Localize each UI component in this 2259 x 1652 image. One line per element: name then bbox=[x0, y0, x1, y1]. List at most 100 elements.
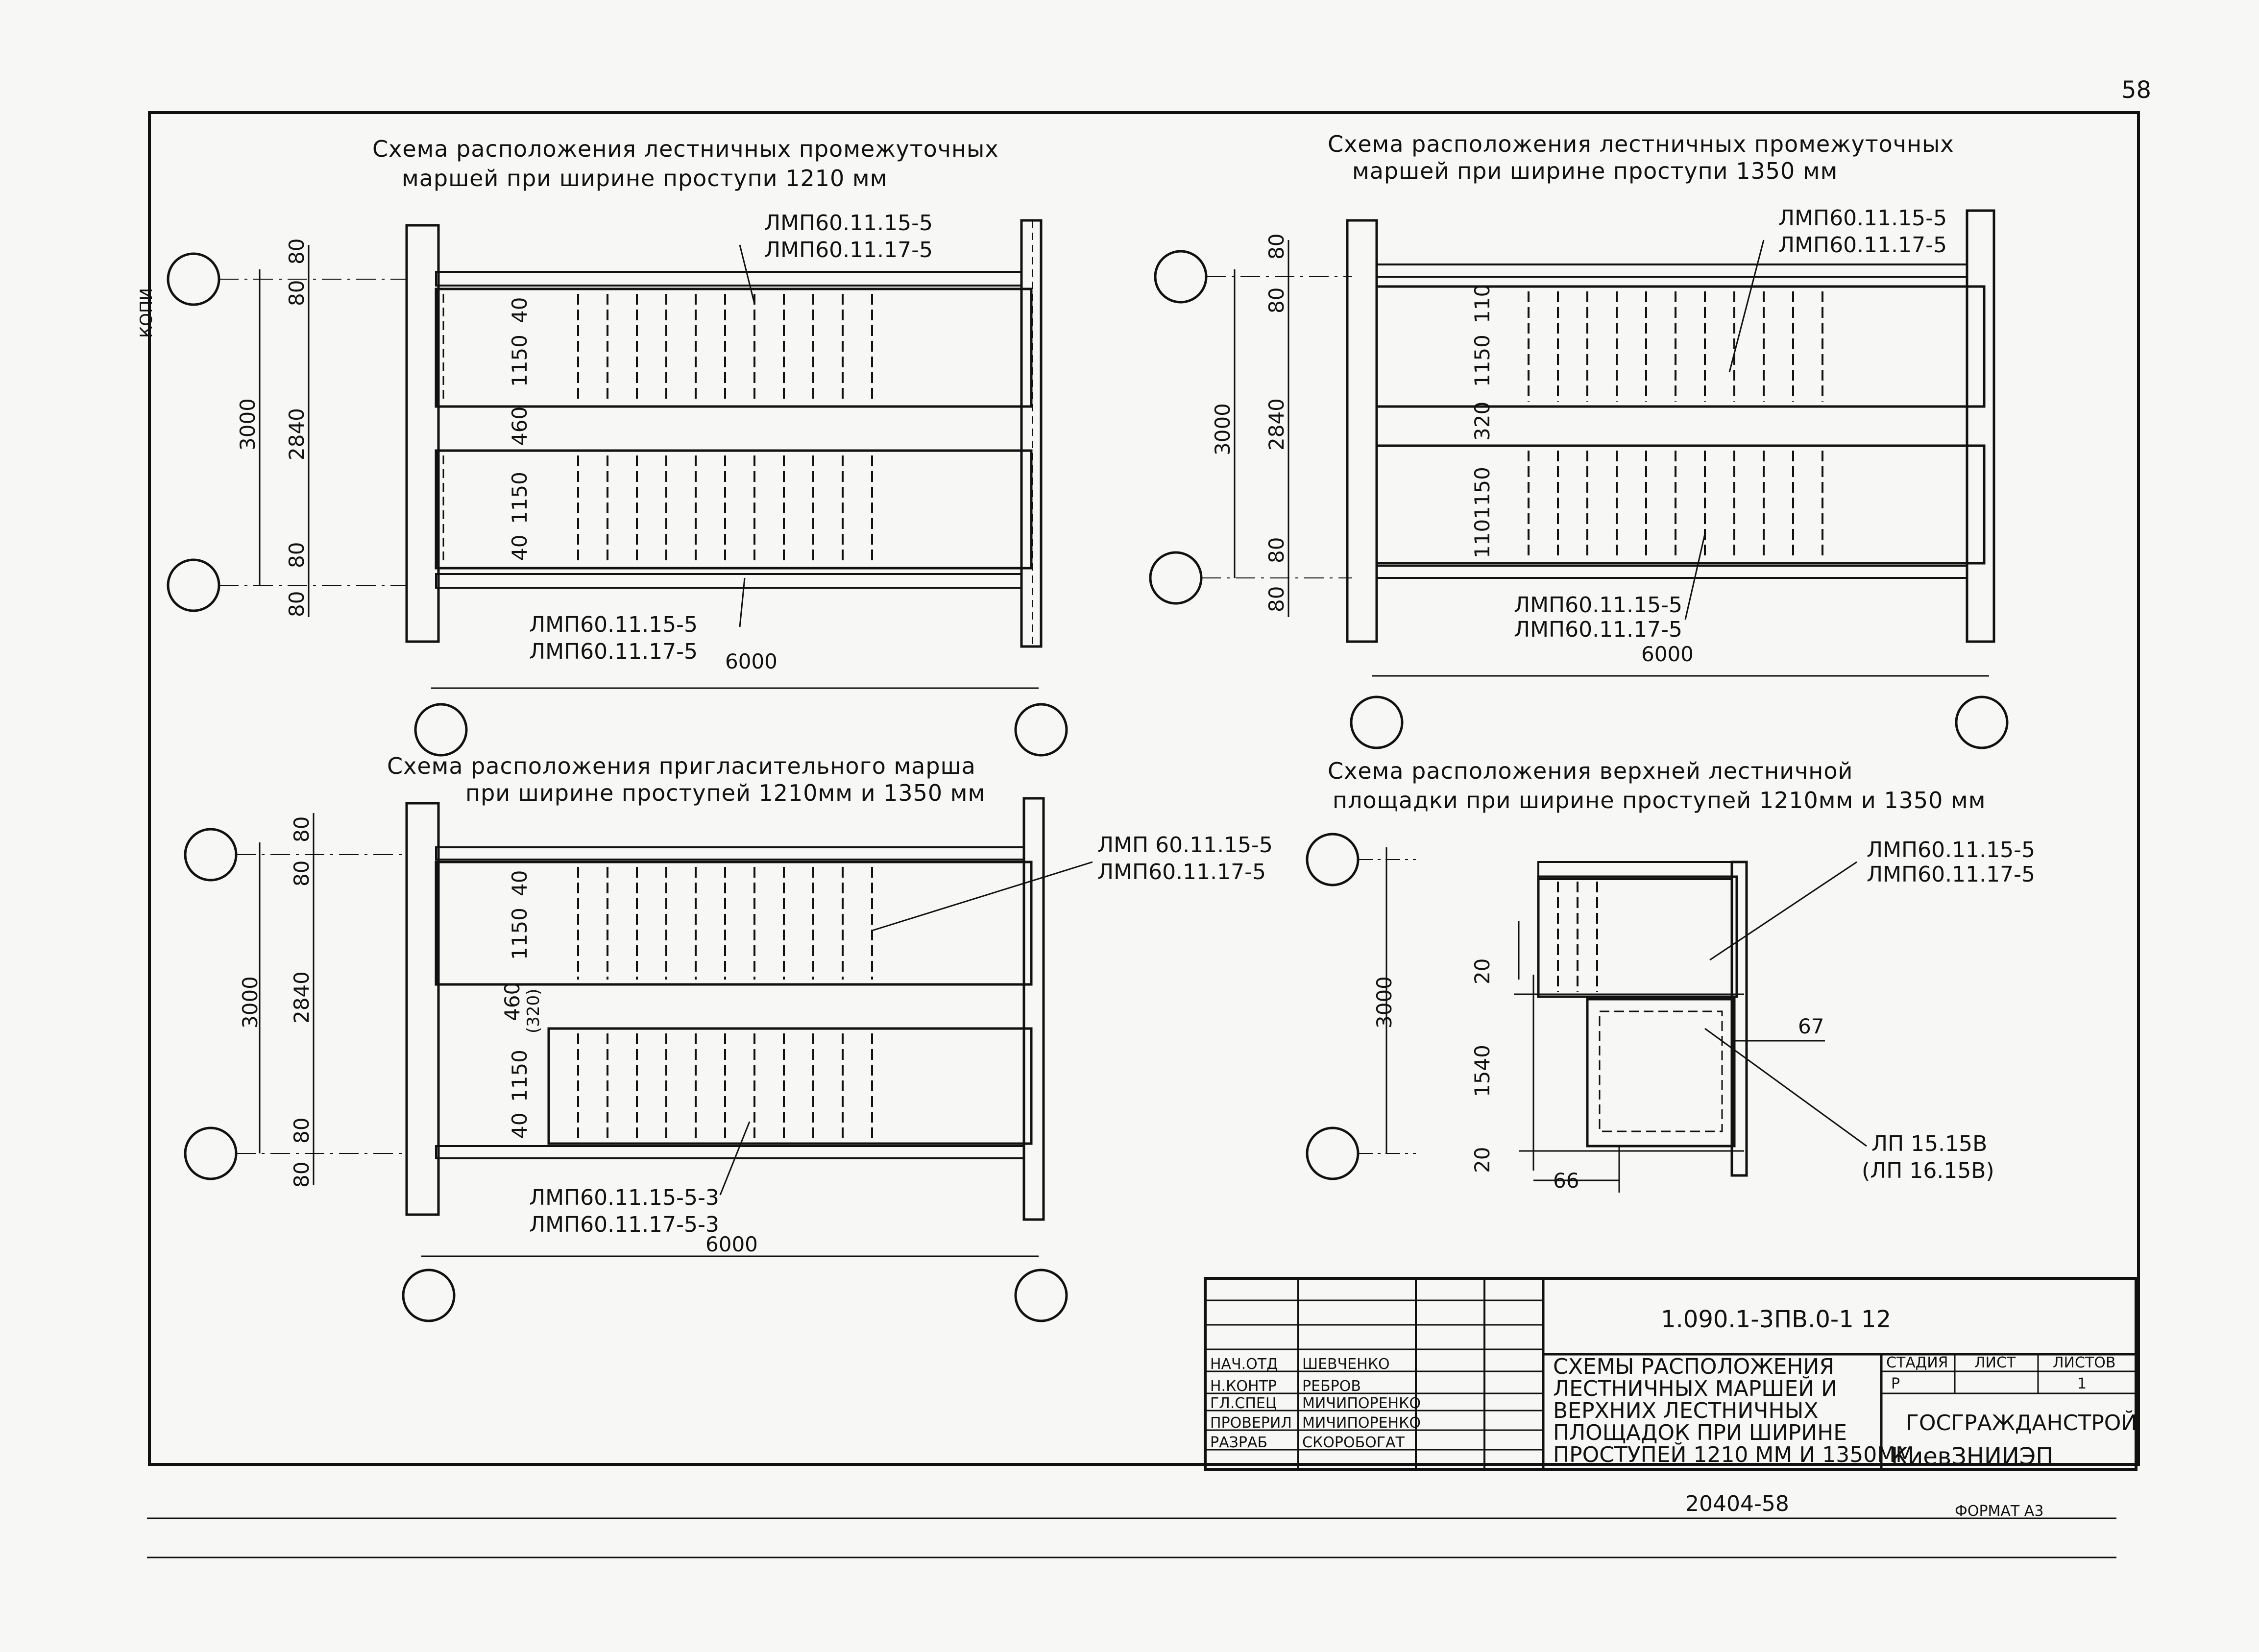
tr-dim-80: 80 bbox=[1264, 234, 1288, 260]
wall-left bbox=[405, 802, 440, 1216]
beam-top bbox=[435, 271, 1022, 287]
tl-title-line-1: Схема расположения лестничных промежуточ… bbox=[372, 136, 999, 162]
flight-upper bbox=[1537, 875, 1738, 998]
tl-dim-3000: 3000 bbox=[236, 398, 260, 451]
grid-axis-marker bbox=[1014, 1269, 1068, 1322]
br-dim-20: 20 bbox=[1470, 958, 1494, 984]
bl-dim-80: 80 bbox=[290, 1118, 314, 1144]
treads-bottom bbox=[577, 1033, 873, 1139]
role-4: ПРОВЕРИЛ bbox=[1210, 1414, 1292, 1432]
bl-label-bottom-1: ЛМП60.11.15-5-3 bbox=[529, 1185, 719, 1210]
name-4: МИЧИПОРЕНКО bbox=[1302, 1414, 1421, 1432]
grid-axis-marker bbox=[167, 558, 220, 612]
description-line-2: ЛЕСТНИЧНЫХ МАРШЕЙ И bbox=[1553, 1375, 1837, 1401]
flight-top bbox=[435, 287, 1033, 408]
description-line-1: СХЕМЫ РАСПОЛОЖЕНИЯ bbox=[1553, 1354, 1834, 1379]
tr-title-line-2: маршей при ширине проступи 1350 мм bbox=[1352, 158, 1838, 184]
tl-dim-6000: 6000 bbox=[725, 649, 777, 673]
diagram-bottom-left bbox=[184, 797, 1093, 1322]
bl-dim-80: 80 bbox=[290, 861, 314, 886]
bl-dim-460: 460 bbox=[500, 982, 524, 1021]
tr-dim-80: 80 bbox=[1264, 287, 1288, 313]
br-label-2: ЛМП60.11.17-5 bbox=[1867, 862, 2035, 887]
flight-bottom bbox=[435, 449, 1033, 570]
br-dim-3000: 3000 bbox=[1372, 976, 1396, 1029]
flight-top bbox=[435, 861, 1033, 986]
tr-dim-3000: 3000 bbox=[1211, 403, 1235, 455]
tr-dim-1150: 1150 bbox=[1470, 335, 1494, 387]
beam-bottom bbox=[435, 573, 1022, 589]
tl-dim-80: 80 bbox=[285, 542, 309, 568]
grid-axis-marker bbox=[1149, 551, 1203, 605]
tl-dim-1150: 1150 bbox=[508, 472, 532, 524]
title-block-lines bbox=[1204, 1277, 2138, 1471]
wall-right bbox=[1730, 861, 1748, 1177]
treads-top bbox=[577, 867, 873, 980]
role-5: РАЗРАБ bbox=[1210, 1434, 1267, 1451]
sheets-header: ЛИСТОВ bbox=[2053, 1354, 2115, 1371]
role-3: ГЛ.СПЕЦ bbox=[1210, 1395, 1277, 1412]
tl-dim-80: 80 bbox=[285, 280, 309, 306]
stage-value: Р bbox=[1891, 1375, 1900, 1392]
tl-label-bottom-1: ЛМП60.11.15-5 bbox=[529, 612, 698, 637]
name-3: МИЧИПОРЕНКО bbox=[1302, 1395, 1421, 1412]
tl-label-top-2: ЛМП60.11.17-5 bbox=[764, 238, 933, 263]
bl-dim-2840: 2840 bbox=[290, 971, 314, 1024]
tr-title-line-1: Схема расположения лестничных промежуточ… bbox=[1328, 131, 1954, 157]
bl-title-line-2: при ширине проступей 1210мм и 1350 мм bbox=[465, 780, 985, 806]
flight-bottom bbox=[1375, 444, 1986, 565]
diagram-top-left bbox=[167, 219, 1068, 757]
tl-label-bottom-2: ЛМП60.11.17-5 bbox=[529, 639, 698, 664]
grid-axis-marker bbox=[1350, 695, 1404, 749]
tl-dim-1150: 1150 bbox=[508, 335, 532, 387]
tr-dim-110: 110 bbox=[1470, 519, 1494, 558]
tl-dim-40: 40 bbox=[508, 535, 532, 561]
tr-label-bottom-1: ЛМП60.11.15-5 bbox=[1514, 593, 1682, 618]
bl-dim-1150: 1150 bbox=[508, 908, 532, 960]
bl-dim-3000: 3000 bbox=[238, 976, 262, 1029]
bl-title-line-1: Схема расположения пригласительного марш… bbox=[387, 753, 976, 779]
footer-number: 20404-58 bbox=[1685, 1491, 1789, 1516]
description-line-5: ПРОСТУПЕЙ 1210 ММ И 1350ММ bbox=[1553, 1441, 1914, 1467]
wall-left bbox=[1346, 219, 1378, 643]
name-1: ШЕВЧЕНКО bbox=[1302, 1356, 1390, 1373]
diagram-top-right bbox=[1149, 209, 2009, 749]
br-title-line-2: площадки при ширине проступей 1210мм и 1… bbox=[1333, 787, 1986, 814]
tr-dim-80: 80 bbox=[1264, 537, 1288, 563]
grid-axis-marker bbox=[167, 252, 220, 306]
flight-invitation bbox=[547, 1027, 1033, 1145]
grid-axis-marker bbox=[1014, 703, 1068, 757]
bl-dim-6000: 6000 bbox=[705, 1232, 758, 1256]
wall-left bbox=[405, 224, 440, 643]
grid-axis-marker bbox=[184, 828, 238, 882]
tl-title-line-2: маршей при ширине проступи 1210 мм bbox=[402, 165, 887, 192]
drawing-code: 1.090.1-3ПВ.0-1 12 bbox=[1661, 1306, 1891, 1333]
bl-label-top-2: ЛМП60.11.17-5 bbox=[1097, 860, 1266, 885]
treads-bottom bbox=[1528, 451, 1823, 558]
bl-label-bottom-2: ЛМП60.11.17-5-3 bbox=[529, 1212, 719, 1237]
landing-slab bbox=[1586, 998, 1736, 1148]
organization-2: КиевЗНИИЭП bbox=[1891, 1443, 2053, 1470]
tl-dim-80: 80 bbox=[285, 591, 309, 617]
br-label-3: ЛП 15.15В bbox=[1871, 1131, 1987, 1156]
treads-bottom bbox=[577, 455, 873, 563]
stage-header: СТАДИЯ bbox=[1886, 1354, 1948, 1371]
grid-axis-marker bbox=[402, 1269, 456, 1322]
bl-dim-80: 80 bbox=[290, 816, 314, 842]
role-2: Н.КОНТР bbox=[1210, 1378, 1277, 1395]
tl-dim-2840: 2840 bbox=[285, 408, 309, 460]
bl-dim-1150: 1150 bbox=[508, 1050, 532, 1102]
sheet-header: ЛИСТ bbox=[1974, 1354, 2016, 1371]
br-dim-66: 66 bbox=[1553, 1169, 1579, 1193]
br-title-line-1: Схема расположения верхней лестничной bbox=[1328, 758, 1853, 784]
bl-dim-320: (320) bbox=[524, 989, 543, 1033]
grid-axis-marker bbox=[1154, 250, 1208, 304]
tr-label-bottom-2: ЛМП60.11.17-5 bbox=[1514, 617, 1682, 642]
tr-dim-80: 80 bbox=[1264, 586, 1288, 612]
tr-label-top-1: ЛМП60.11.15-5 bbox=[1778, 206, 1947, 231]
diagram-bottom-right bbox=[1306, 833, 1867, 1193]
name-2: РЕБРОВ bbox=[1302, 1378, 1361, 1395]
bl-label-top-1: ЛМП 60.11.15-5 bbox=[1097, 833, 1273, 858]
tr-dim-2840: 2840 bbox=[1264, 398, 1288, 451]
